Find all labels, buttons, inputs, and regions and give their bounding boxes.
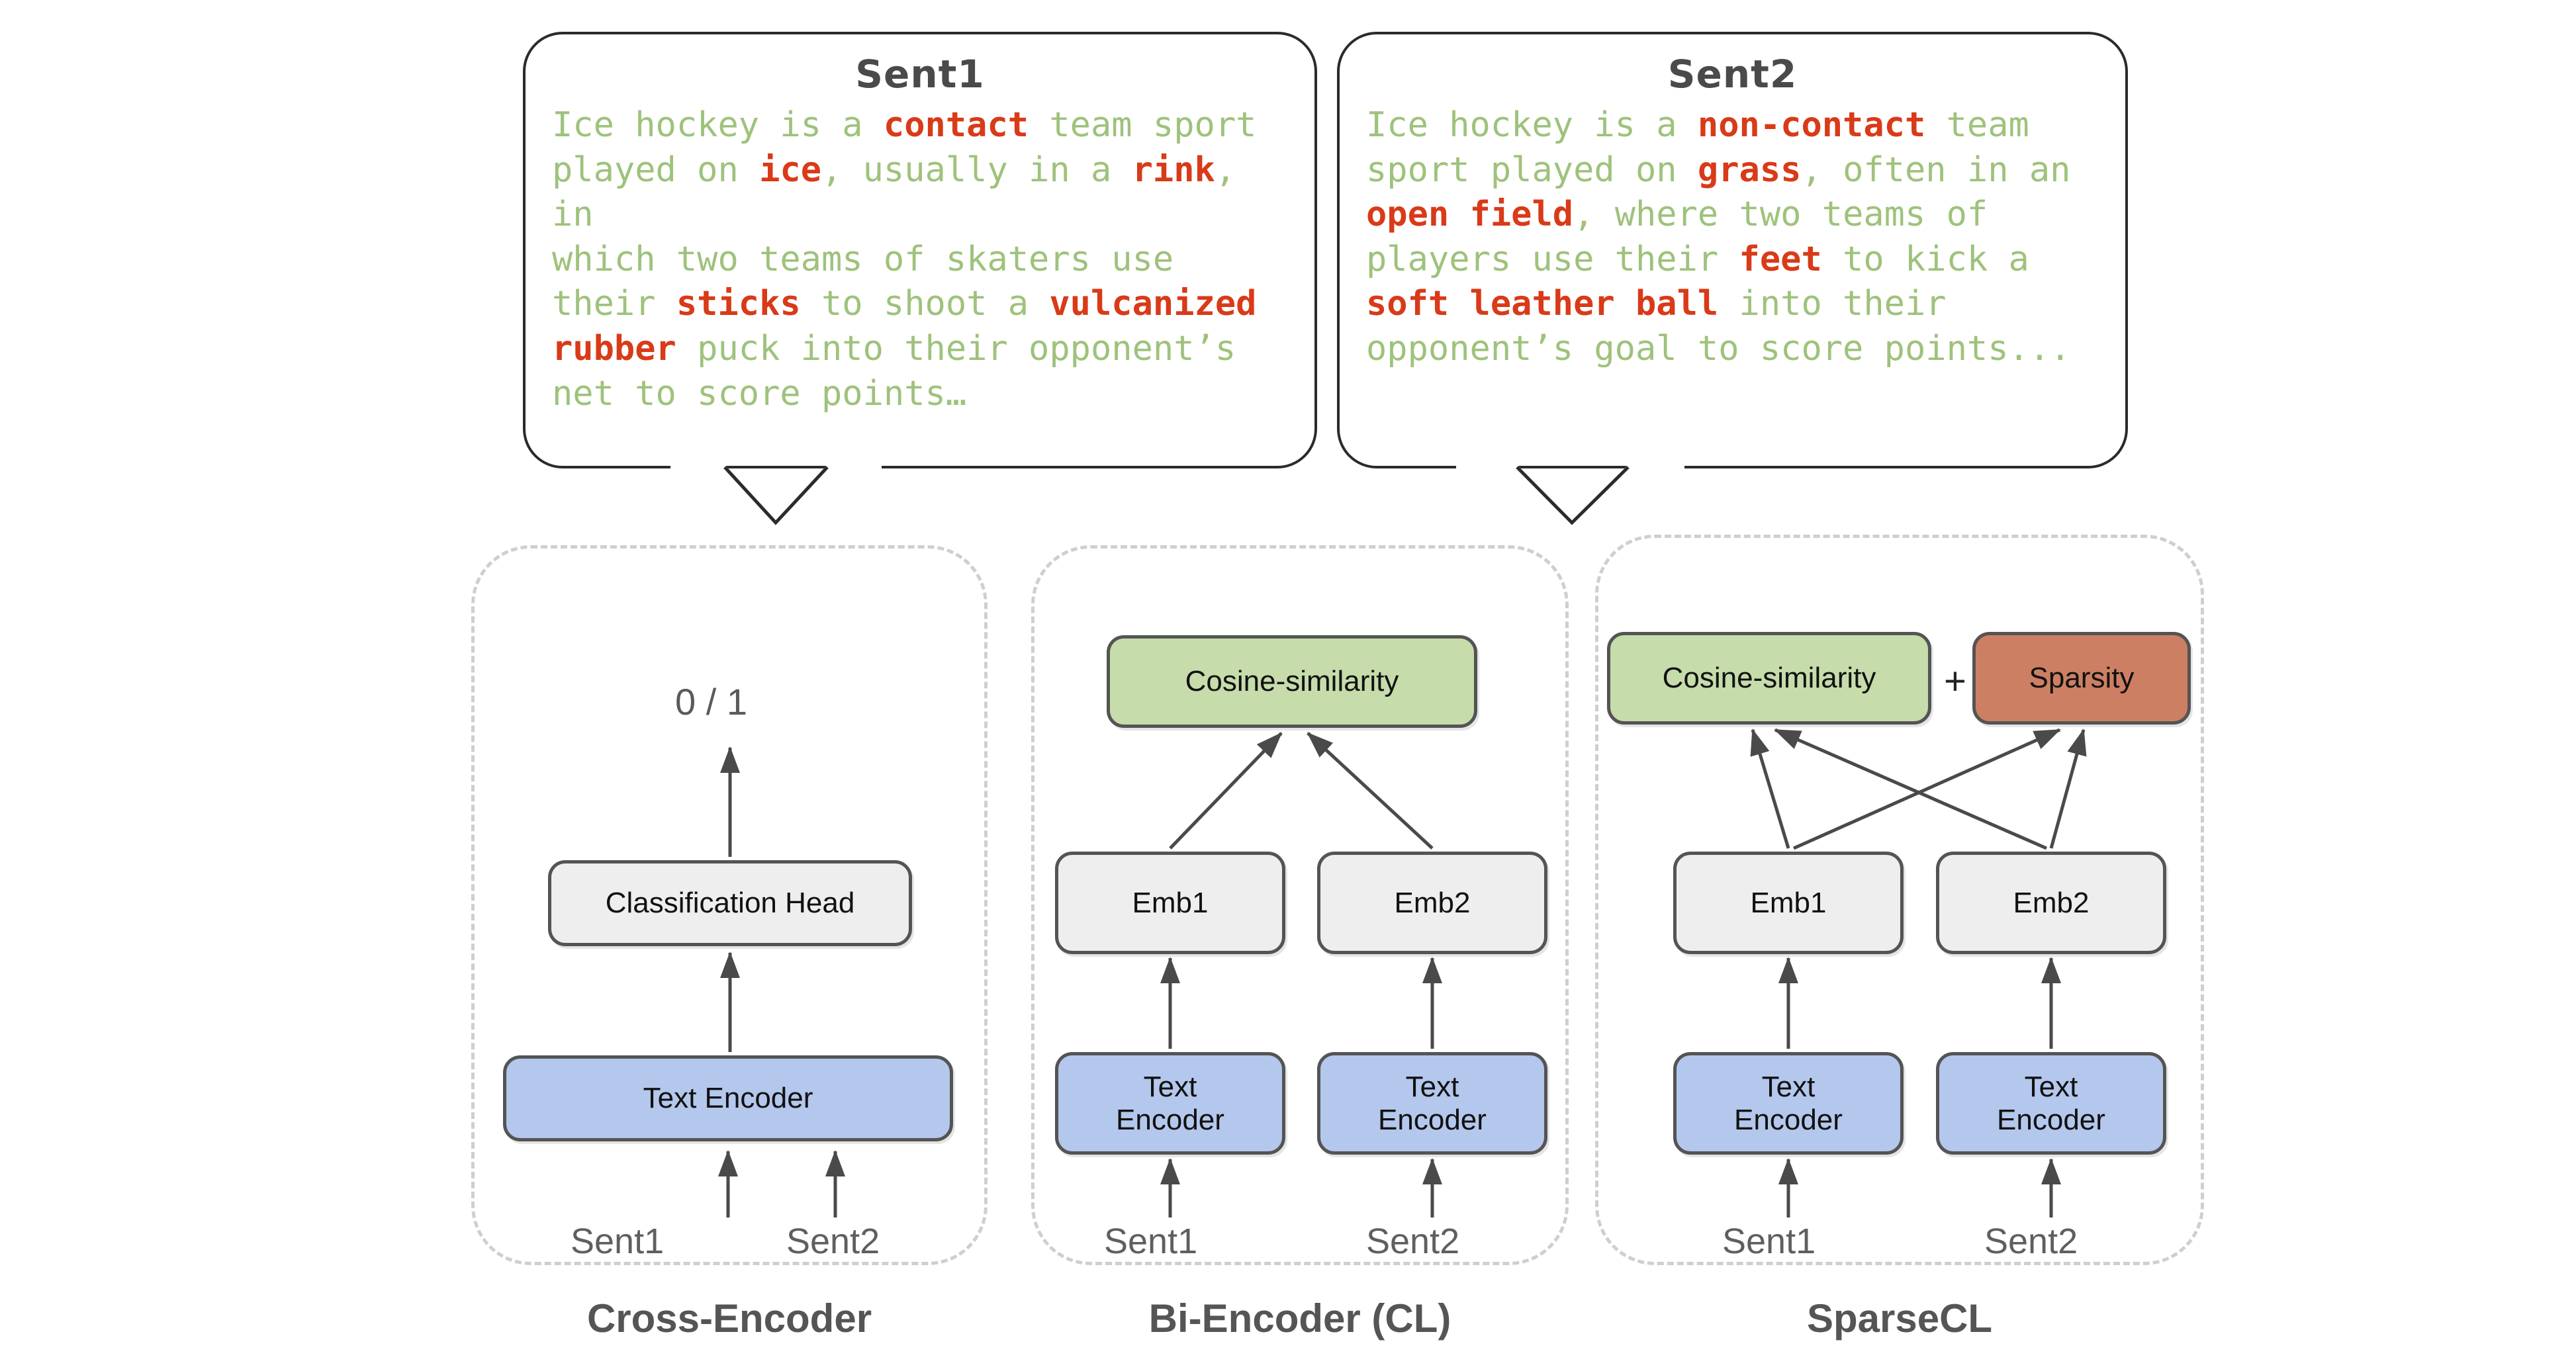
sparsecl-sparsity-box: Sparsity <box>1972 632 2191 725</box>
cross-encoder-input-sent2: Sent2 <box>786 1221 880 1261</box>
panel-bi-encoder <box>1031 545 1569 1265</box>
panel-sparsecl <box>1595 535 2204 1265</box>
sent1-bubble-tail <box>670 464 882 525</box>
sent1-speech-bubble: Sent1 Ice hockey is a contact team sport… <box>523 32 1317 468</box>
classification-head-box: Classification Head <box>548 860 912 946</box>
panel-cross-encoder <box>471 545 988 1265</box>
cross-encoder-text-encoder-box: Text Encoder <box>503 1055 953 1141</box>
panel-label-sparsecl: SparseCL <box>1806 1296 1993 1341</box>
cross-encoder-input-sent1: Sent1 <box>571 1221 665 1261</box>
bi-encoder-input-sent2: Sent2 <box>1366 1221 1460 1261</box>
sparsecl-cosine-similarity-box: Cosine-similarity <box>1607 632 1931 725</box>
panel-label-bi-encoder: Bi-Encoder (CL) <box>1148 1296 1451 1341</box>
sparsecl-plus-operator: + <box>1944 660 1966 703</box>
sparsecl-input-sent2: Sent2 <box>1984 1221 2078 1261</box>
bi-encoder-input-sent1: Sent1 <box>1104 1221 1198 1261</box>
sent2-title: Sent2 <box>1667 52 1798 97</box>
sparsecl-emb1-box: Emb1 <box>1673 852 1904 954</box>
bi-encoder-cosine-similarity-box: Cosine-similarity <box>1107 635 1477 728</box>
bi-encoder-emb2-box: Emb2 <box>1317 852 1547 954</box>
bi-encoder-emb1-box: Emb1 <box>1055 852 1285 954</box>
panel-label-cross-encoder: Cross-Encoder <box>586 1296 872 1341</box>
sparsecl-input-sent1: Sent1 <box>1722 1221 1816 1261</box>
sent2-bubble-tail <box>1456 464 1684 525</box>
cross-encoder-output-label: 0 / 1 <box>675 681 747 723</box>
sent1-title: Sent1 <box>855 52 985 97</box>
sparsecl-emb2-box: Emb2 <box>1936 852 2166 954</box>
